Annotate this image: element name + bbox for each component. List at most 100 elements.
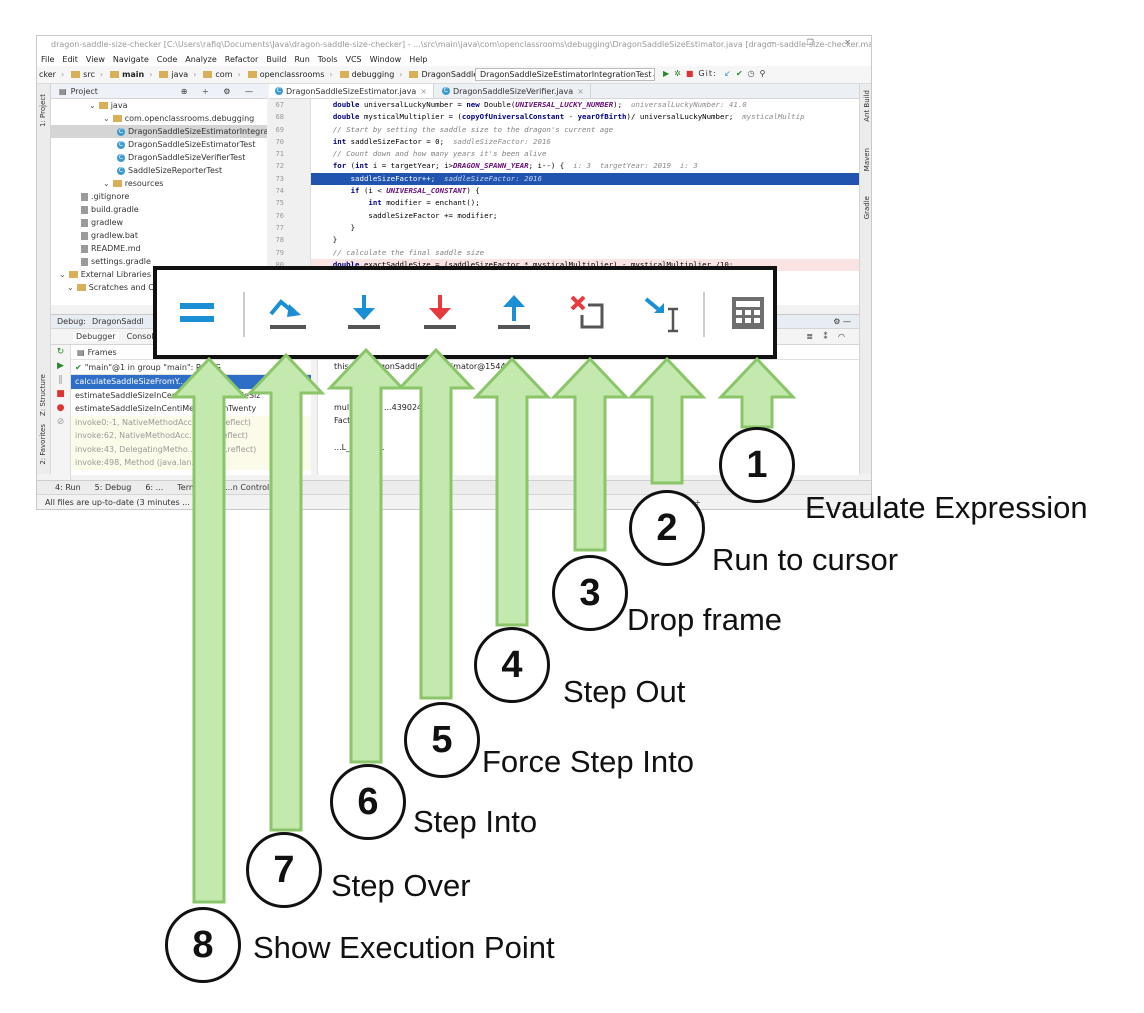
view-breakpoints-icon[interactable]: ● — [56, 403, 65, 413]
gear-icon[interactable]: ⊕ ÷ ⚙ — — [180, 86, 259, 96]
git-update-icon[interactable]: ↙ — [724, 69, 736, 78]
tree-item[interactable]: .gitignore — [51, 190, 267, 203]
debug-session-tab[interactable]: DragonSaddl — [92, 317, 144, 326]
pause-icon[interactable]: ‖ — [58, 375, 63, 385]
tree-item[interactable]: settings.gradle — [51, 255, 267, 268]
menu-item-edit[interactable]: Edit — [62, 54, 78, 64]
force-step-into-button[interactable] — [405, 270, 475, 355]
resume-icon[interactable]: ▶ — [57, 361, 64, 371]
menu-item-view[interactable]: View — [85, 54, 105, 64]
tree-item-label: SaddleSizeReporterTest — [128, 166, 223, 175]
breadcrumb-item[interactable]: com› — [203, 70, 241, 79]
menu-item-build[interactable]: Build — [266, 54, 287, 64]
step-into-button[interactable] — [329, 270, 399, 355]
search-icon[interactable]: ⚲ — [759, 69, 771, 78]
breadcrumb-item[interactable]: debugging› — [339, 70, 402, 79]
tree-item[interactable]: ⌄ java — [51, 99, 267, 112]
file-icon — [81, 205, 88, 214]
run-configuration-select[interactable]: DragonSaddleSizeEstimatorIntegrationTest… — [475, 68, 655, 81]
git-commit-icon[interactable]: ✔ — [735, 69, 748, 78]
menu-item-analyze[interactable]: Analyze — [185, 54, 217, 64]
menu-item-file[interactable]: File — [41, 54, 55, 64]
run-to-cursor-button[interactable] — [627, 270, 697, 355]
evaluate-expression-button[interactable] — [713, 270, 783, 355]
bottom-tool-tab[interactable]: 5: Debug — [94, 483, 132, 492]
callout-badge-1: 1 — [719, 427, 795, 503]
menu-item-navigate[interactable]: Navigate — [112, 54, 149, 64]
chevron-down-icon[interactable]: ⌄ — [59, 270, 66, 279]
frame-item[interactable]: estimateSaddleSizeInCentiMe...ReturnTwen… — [75, 404, 257, 413]
breadcrumb-item[interactable]: java› — [159, 70, 196, 79]
run-icon[interactable]: ▶ — [663, 69, 675, 78]
frame-item[interactable]: invoke:498, Method (java.lan... — [71, 456, 311, 470]
frame-item[interactable]: invoke:43, DelegatingMetho... pl (sun.re… — [71, 442, 311, 456]
menu-item-code[interactable]: Code — [156, 54, 178, 64]
breadcrumb-item[interactable]: main› — [110, 70, 152, 79]
menu-item-refactor[interactable]: Refactor — [224, 54, 259, 64]
step-into-icon — [348, 294, 380, 329]
frame-item[interactable]: invoke0:-1, NativeMethodAcc... (sun.refl… — [71, 415, 311, 429]
menu-item-tools[interactable]: Tools — [317, 54, 338, 64]
settings-icon[interactable]: ⚙ — — [833, 317, 851, 326]
class-icon: C — [275, 87, 283, 95]
tree-item[interactable]: ⌄ External Libraries — [51, 268, 267, 281]
menu-item-run[interactable]: Run — [294, 54, 310, 64]
tree-item-label: External Libraries — [80, 270, 151, 279]
chevron-down-icon[interactable]: ⌄ — [103, 179, 110, 188]
thread-select[interactable]: ✔ "main"@1 in group "main": R...NG — [71, 360, 311, 375]
drop-frame-button[interactable] — [553, 270, 623, 355]
tab-debugger[interactable]: Debugger — [73, 332, 119, 341]
tree-item[interactable]: gradlew — [51, 216, 267, 229]
tab-console[interactable]: Console — [126, 332, 159, 341]
window-controls[interactable]: — ❐ ✕ — [768, 38, 865, 47]
tree-item[interactable]: build.gradle — [51, 203, 267, 216]
tree-item[interactable]: README.md — [51, 242, 267, 255]
folder-icon — [159, 71, 169, 78]
step-over-button[interactable] — [253, 270, 323, 355]
breadcrumb-item[interactable]: cker› — [39, 70, 65, 79]
callout-badge-3: 3 — [552, 555, 628, 631]
rerun-icon[interactable]: ↻ — [56, 347, 65, 357]
tree-item[interactable]: ⌄resources — [51, 177, 267, 190]
stop-icon[interactable]: ■ — [56, 389, 65, 399]
bottom-tool-tab[interactable]: 6: ... — [145, 483, 164, 492]
menu-item-help[interactable]: Help — [409, 54, 428, 64]
chevron-down-icon[interactable]: ⌄ — [89, 101, 96, 110]
chevron-down-icon[interactable]: ⌄ — [67, 283, 74, 292]
line-number: 73 — [275, 174, 284, 183]
debug-icon[interactable]: ✲ — [674, 69, 686, 78]
close-icon[interactable]: × — [577, 86, 584, 96]
bottom-tool-tab[interactable]: 4: Run — [55, 483, 81, 492]
frame-item[interactable]: estimateSaddleSizeInCentiMe...agonSaddle… — [75, 390, 261, 400]
project-panel-title[interactable]: Project — [70, 86, 98, 96]
history-icon[interactable]: ◷ — [747, 69, 760, 78]
tree-item-label: gradlew.bat — [91, 231, 138, 240]
chevron-down-icon[interactable]: ⌄ — [103, 114, 110, 123]
menu-item-window[interactable]: Window — [369, 54, 402, 64]
show-execution-point-button[interactable] — [162, 270, 232, 355]
breadcrumb-item[interactable]: src› — [71, 70, 103, 79]
layout-icon[interactable]: ≣ ⁑ ◠ — [806, 332, 849, 341]
tree-item[interactable]: gradlew.bat — [51, 229, 267, 242]
tree-item[interactable]: ⌄com.openclassrooms.debugging — [51, 112, 267, 125]
mute-breakpoints-icon[interactable]: ⊘ — [56, 417, 65, 427]
tree-item-label: java — [110, 101, 128, 110]
frames-icon: ▤ — [77, 347, 85, 357]
bottom-tool-tab[interactable]: ...n Control — [225, 483, 270, 492]
stop-icon[interactable]: ■ — [685, 69, 699, 78]
line-number: 77 — [275, 223, 284, 232]
code-line: double universalLuckyNumber = new Double… — [332, 100, 747, 109]
breadcrumb-item[interactable]: openclassrooms› — [247, 70, 333, 79]
frame-item[interactable]: invoke:62, NativeMethodAcc... (sun.refle… — [71, 429, 311, 443]
close-icon[interactable]: × — [420, 86, 427, 96]
menu-item-vcs[interactable]: VCS — [345, 54, 362, 64]
tree-item[interactable]: ⌄Scratches and Consol — [51, 281, 267, 294]
step-out-button[interactable] — [479, 270, 549, 355]
